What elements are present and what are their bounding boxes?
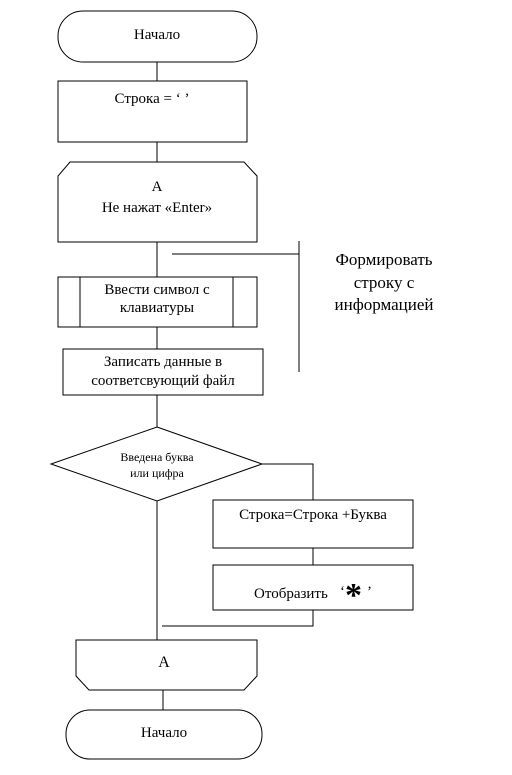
comment-line3: информацией — [335, 295, 434, 314]
connectors — [156, 62, 314, 710]
display-label: Отобразить — [254, 586, 328, 602]
display-quote-close: ’ — [367, 584, 372, 600]
connector-display-return — [162, 610, 314, 627]
comment-annotation: Формировать строку с информацией — [335, 250, 434, 314]
start-terminator: Начало — [57, 10, 258, 63]
end-terminator: Начало — [65, 709, 263, 760]
loop-start-condition: Не нажат «Enter» — [102, 200, 212, 216]
init-shape — [57, 80, 248, 143]
input-shape — [57, 276, 258, 328]
write-process: Записать данные в соответсвующий файл — [62, 348, 264, 396]
loop-end-block: A — [75, 639, 258, 691]
loop-start-block: A Не нажат «Enter» — [57, 161, 258, 243]
input-label-line2: клавиатуры — [120, 300, 194, 316]
init-process: Строка = ‘ ’ — [57, 80, 248, 143]
loop-start-shape — [57, 161, 258, 243]
decision-block: Введена буква или цифра — [49, 426, 264, 502]
loop-end-shape — [75, 639, 258, 691]
connector-decision-yes — [262, 463, 314, 500]
init-label: Строка = ‘ ’ — [115, 91, 190, 107]
write-label-line2: соответсвующий файл — [91, 373, 235, 389]
start-shape — [57, 10, 258, 63]
end-label: Начало — [141, 725, 187, 741]
decision-label-line2: или цифра — [130, 466, 184, 480]
loop-start-tag: A — [152, 179, 163, 195]
display-shape — [212, 564, 414, 611]
append-label: Строка=Строка +Буква — [239, 507, 387, 523]
display-asterisk: * — [345, 577, 362, 614]
decision-label-line1: Введена буква — [120, 450, 194, 464]
append-process: Строка=Строка +Буква — [212, 499, 414, 549]
write-shape — [62, 348, 264, 396]
comment-line2: строку с — [354, 273, 415, 292]
display-quote-open: ‘ — [340, 584, 345, 600]
decision-shape — [49, 426, 264, 502]
write-label-line1: Записать данные в — [104, 354, 222, 370]
input-label-line1: Ввести символ с — [104, 282, 210, 298]
input-subprocess: Ввести символ с клавиатуры — [57, 276, 258, 328]
display-process: Отобразить ‘ * ’ — [212, 564, 414, 614]
start-label: Начало — [134, 27, 180, 43]
loop-end-tag: A — [158, 654, 170, 671]
end-shape — [65, 709, 263, 760]
comment-line1: Формировать — [335, 250, 432, 269]
append-shape — [212, 499, 414, 549]
